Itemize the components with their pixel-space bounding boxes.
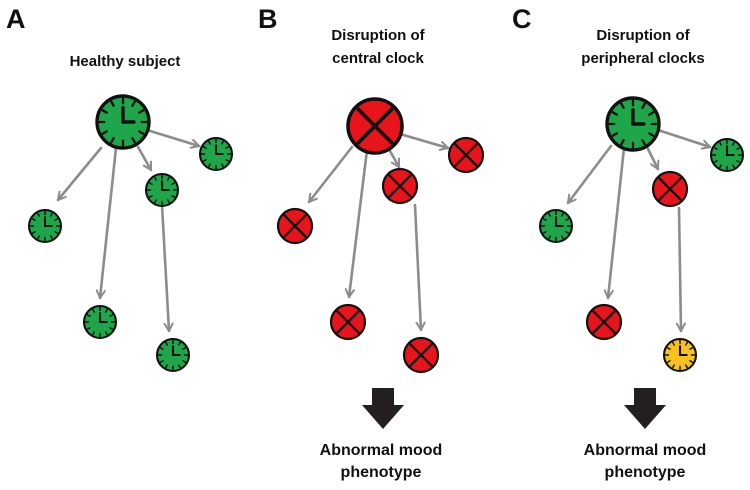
panel-b-outcome-line-1: Abnormal mood <box>320 442 443 459</box>
peripheral-green-clock-icon <box>144 172 180 208</box>
connection-arrow-4 <box>100 146 118 300</box>
panel-b-title-line-2: central clock <box>332 50 424 67</box>
connection-arrow-4 <box>349 148 369 299</box>
panel-letter-c: C <box>512 4 532 34</box>
panel-b-outcome-line-2: phenotype <box>341 464 422 481</box>
panel-letter-a: A <box>6 4 26 34</box>
connection-arrow-3 <box>56 146 103 202</box>
peripheral-green-clock-icon <box>709 137 745 173</box>
panel-c-title-line-2: peripheral clocks <box>581 50 704 67</box>
peripheral-green-clock-icon <box>27 208 63 244</box>
connection-arrow-1 <box>656 128 712 147</box>
connection-arrow-4 <box>608 146 626 300</box>
connection-arrow-1 <box>398 132 450 148</box>
central-green-clock-icon <box>95 94 151 150</box>
peripheral-green-clock-icon <box>198 136 234 172</box>
panel-c-outcome-line-2: phenotype <box>605 464 686 481</box>
panel-b: B Disruption of central clock Abnormal m… <box>258 4 485 481</box>
connection-arrow-1 <box>145 128 201 146</box>
panel-b-outcome-arrow <box>362 388 404 429</box>
connection-arrow-3 <box>566 144 613 205</box>
connection-arrow-2 <box>136 145 153 172</box>
connection-arrow-2 <box>645 145 658 171</box>
central-green-clock-icon <box>605 96 661 152</box>
connection-arrow-2 <box>388 149 401 169</box>
panel-b-title-line-1: Disruption of <box>331 27 425 44</box>
panel-c-clock-graph <box>538 96 745 373</box>
connection-arrow-3 <box>307 145 354 204</box>
peripheral-disrupted-clock-icon <box>402 336 440 374</box>
panel-a-title-line-1: Healthy subject <box>70 53 181 70</box>
panel-b-clock-graph <box>276 97 485 374</box>
connection-arrow-5 <box>413 203 421 332</box>
panel-c-title-line-1: Disruption of <box>596 27 690 44</box>
peripheral-green-clock-icon <box>155 337 191 373</box>
peripheral-disrupted-clock-icon <box>329 303 367 341</box>
peripheral-green-clock-icon <box>538 208 574 244</box>
peripheral-disrupted-clock-icon <box>381 167 419 205</box>
connection-arrow-5 <box>679 206 681 333</box>
panel-c-outcome-arrow <box>624 388 666 429</box>
peripheral-disrupted-clock-icon <box>585 303 623 341</box>
panel-letter-b: B <box>258 4 278 34</box>
peripheral-disrupted-clock-icon <box>447 136 485 174</box>
peripheral-green-clock-icon <box>82 304 118 340</box>
connection-arrow-5 <box>160 203 169 333</box>
peripheral-disrupted-clock-icon <box>276 207 314 245</box>
panel-c: C Disruption of peripheral clocks Abnorm… <box>512 4 745 481</box>
panel-c-outcome-line-1: Abnormal mood <box>584 442 707 459</box>
peripheral-disrupted-clock-icon <box>651 170 689 208</box>
peripheral-yellow-clock-icon <box>662 337 698 373</box>
panel-a: A Healthy subject <box>6 4 234 373</box>
central-disrupted-clock-icon <box>346 97 404 155</box>
panel-a-clock-graph <box>27 94 234 373</box>
